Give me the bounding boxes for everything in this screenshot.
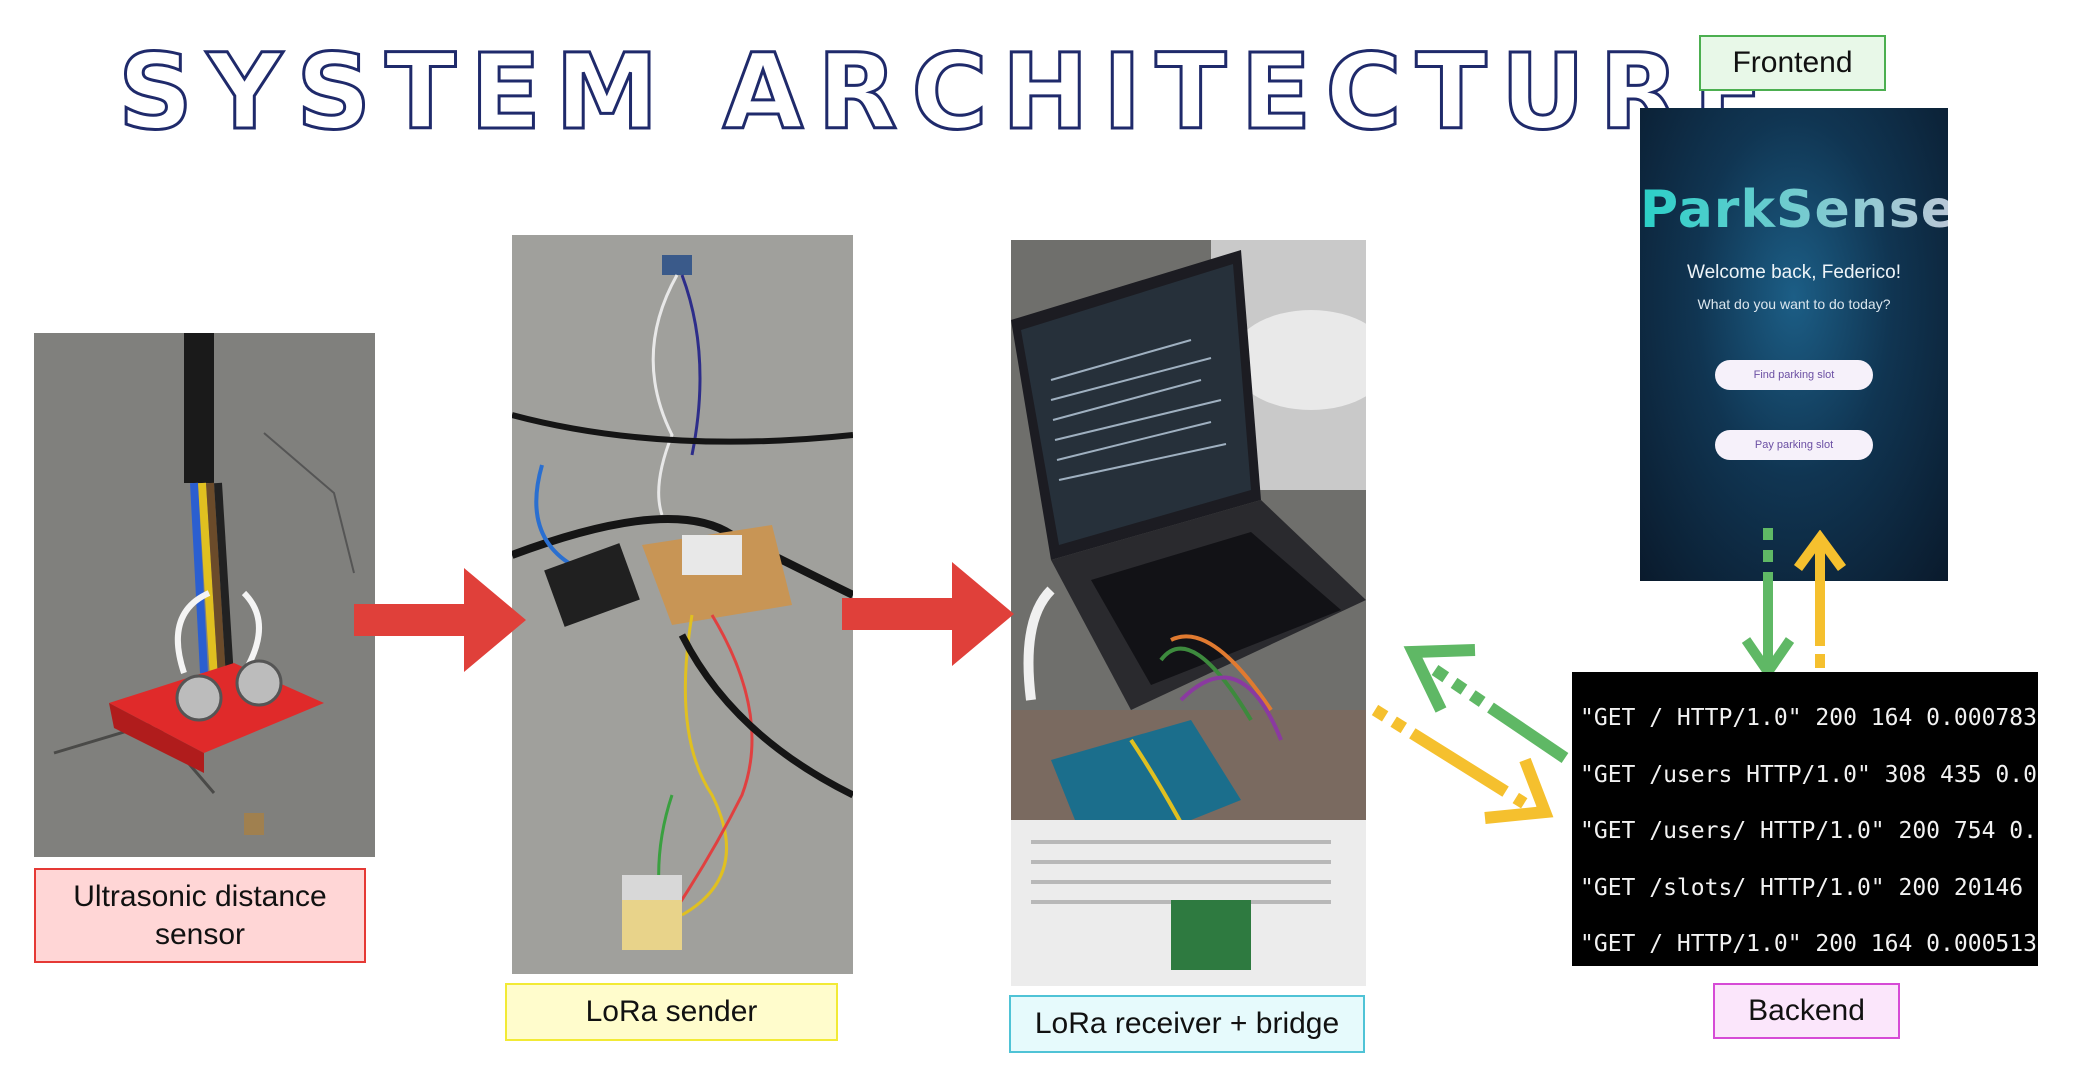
log-line: "GET / HTTP/1.0" 200 164 0.000783 xyxy=(1580,705,2037,731)
find-parking-slot-button[interactable]: Find parking slot xyxy=(1715,360,1873,390)
receiver-photo xyxy=(1011,240,1366,986)
backend-label: Backend xyxy=(1713,983,1900,1039)
sensor-label: Ultrasonic distance sensor xyxy=(34,868,366,963)
log-line: "GET /users HTTP/1.0" 308 435 0.0 xyxy=(1580,761,2037,788)
page-title: SYSTEM ARCHITECTURE xyxy=(116,31,1779,153)
arrow-sensor-to-sender xyxy=(354,568,526,672)
arrow-backend-to-frontend xyxy=(1793,530,1847,690)
welcome-text: Welcome back, Federico! xyxy=(1686,262,1901,283)
arrow-frontend-to-backend xyxy=(1741,528,1795,681)
sender-label: LoRa sender xyxy=(505,983,838,1041)
log-line: "GET /slots/ HTTP/1.0" 200 20146 xyxy=(1580,874,2024,901)
app-brand: ParkSense xyxy=(1640,180,1957,240)
sender-photo xyxy=(512,235,853,974)
pay-parking-slot-button[interactable]: Pay parking slot xyxy=(1715,430,1873,460)
sensor-photo xyxy=(34,333,375,857)
arrow-receiver-to-backend xyxy=(1371,704,1554,824)
arrow-backend-to-receiver xyxy=(1403,644,1569,763)
arrow-sender-to-receiver xyxy=(842,562,1014,666)
parksense-app-screen: ParkSense Welcome back, Federico! What d… xyxy=(1640,108,1957,581)
question-text: What do you want to do today? xyxy=(1697,296,1891,312)
backend-terminal: "GET / HTTP/1.0" 200 164 0.000783 "GET /… xyxy=(1572,672,2038,966)
log-line: "GET / HTTP/1.0" 200 164 0.000513 xyxy=(1580,931,2037,957)
receiver-label: LoRa receiver + bridge xyxy=(1009,995,1365,1053)
log-line: "GET /users/ HTTP/1.0" 200 754 0. xyxy=(1580,818,2037,844)
frontend-label: Frontend xyxy=(1699,35,1886,91)
